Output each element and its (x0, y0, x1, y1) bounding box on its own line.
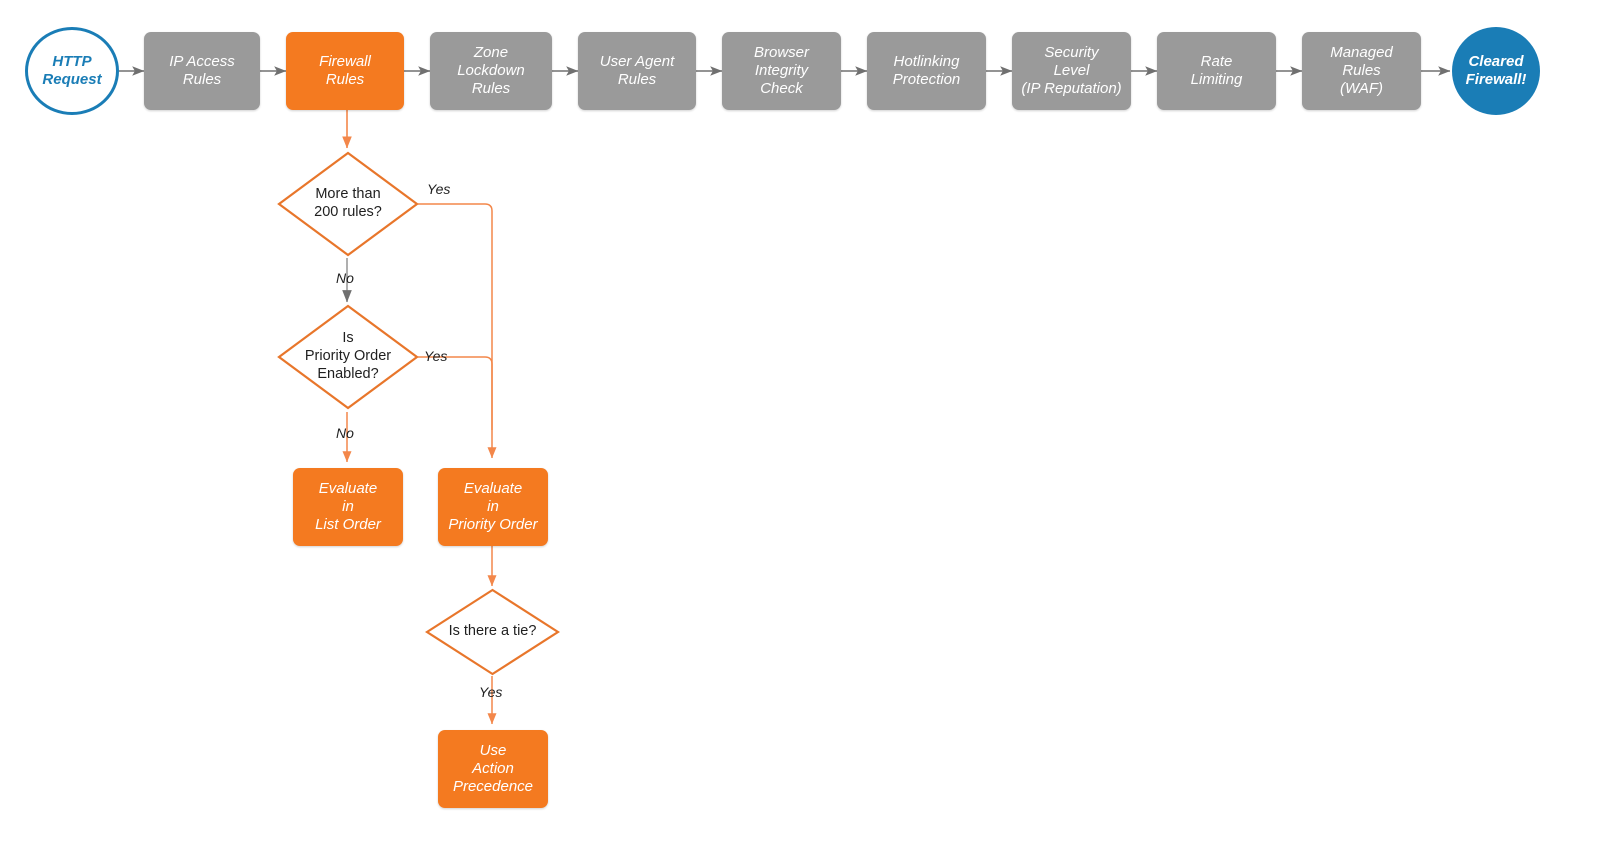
node-firewall-rules-label: Firewall Rules (319, 53, 371, 88)
node-cleared-firewall-label: Cleared Firewall! (1465, 53, 1527, 88)
node-hotlinking-protection[interactable]: Hotlinking Protection (867, 32, 986, 110)
node-rate-limiting-label: Rate Limiting (1190, 53, 1243, 88)
decision-is-priority-order-enabled-label: Is Priority Order Enabled? (304, 330, 392, 382)
node-zone-lockdown-rules-label: Zone Lockdown Rules (457, 44, 525, 97)
node-managed-rules-waf[interactable]: Managed Rules (WAF) (1302, 32, 1421, 110)
node-cleared-firewall[interactable]: Cleared Firewall! (1452, 27, 1540, 115)
node-evaluate-in-list-order-label: Evaluate in List Order (315, 480, 381, 533)
edge-label-priority-no: No (336, 425, 354, 441)
edge-label-rules-yes: Yes (427, 181, 450, 197)
edge-label-tie-yes: Yes (479, 684, 502, 700)
node-ip-access-rules-label: IP Access Rules (169, 53, 235, 88)
node-security-level-label: Security Level (IP Reputation) (1021, 44, 1122, 97)
node-evaluate-in-priority-order[interactable]: Evaluate in Priority Order (438, 468, 548, 546)
edge-label-rules-no: No (336, 270, 354, 286)
decision-more-than-200-rules-label: More than 200 rules? (314, 186, 382, 220)
node-user-agent-rules[interactable]: User Agent Rules (578, 32, 696, 110)
node-ip-access-rules[interactable]: IP Access Rules (144, 32, 260, 110)
node-evaluate-in-priority-order-label: Evaluate in Priority Order (448, 480, 538, 533)
edge-label-text: No (336, 425, 354, 441)
decision-is-there-a-tie[interactable]: Is there a tie? (425, 588, 560, 676)
edge-label-text: No (336, 270, 354, 286)
node-use-action-precedence[interactable]: Use Action Precedence (438, 730, 548, 808)
node-browser-integrity-check[interactable]: Browser Integrity Check (722, 32, 841, 110)
decision-is-there-a-tie-label: Is there a tie? (448, 623, 537, 640)
node-http-request-label: HTTP Request (42, 53, 102, 88)
node-evaluate-in-list-order[interactable]: Evaluate in List Order (293, 468, 403, 546)
node-browser-integrity-check-label: Browser Integrity Check (753, 44, 809, 97)
diamond-shape (277, 304, 419, 410)
decision-more-than-200-rules[interactable]: More than 200 rules? (277, 151, 419, 257)
decision-is-priority-order-enabled[interactable]: Is Priority Order Enabled? (277, 304, 419, 410)
node-use-action-precedence-label: Use Action Precedence (452, 742, 534, 795)
node-zone-lockdown-rules[interactable]: Zone Lockdown Rules (430, 32, 552, 110)
edge-label-text: Yes (479, 684, 503, 700)
edge-label-text: Yes (424, 348, 448, 364)
diamond-shape (425, 588, 560, 676)
edge-label-priority-yes: Yes (424, 348, 447, 364)
node-rate-limiting[interactable]: Rate Limiting (1157, 32, 1276, 110)
node-security-level[interactable]: Security Level (IP Reputation) (1012, 32, 1131, 110)
node-managed-rules-waf-label: Managed Rules (WAF) (1330, 44, 1393, 97)
node-http-request[interactable]: HTTP Request (25, 27, 119, 115)
edge-label-text: Yes (427, 181, 451, 197)
node-user-agent-rules-label: User Agent Rules (599, 53, 675, 88)
diamond-shape (277, 151, 419, 257)
node-firewall-rules[interactable]: Firewall Rules (286, 32, 404, 110)
node-hotlinking-protection-label: Hotlinking Protection (892, 53, 961, 88)
